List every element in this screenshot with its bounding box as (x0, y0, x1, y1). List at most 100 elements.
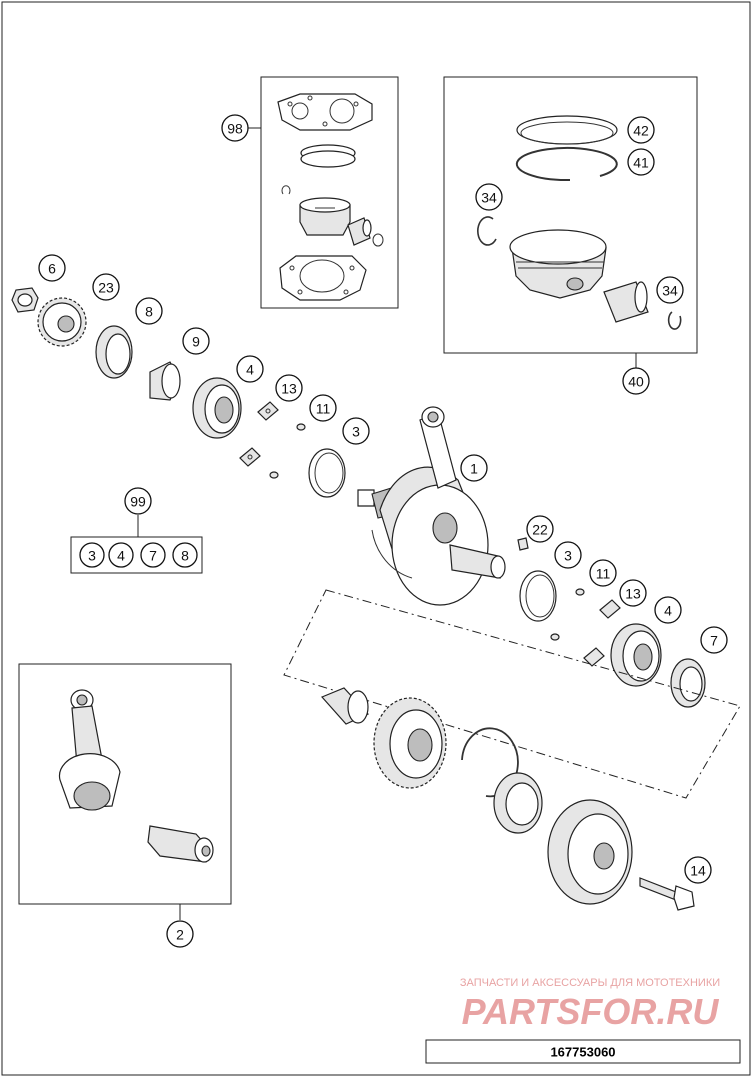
piston-40 (509, 229, 607, 299)
callout-label: 9 (192, 334, 200, 350)
callout-label: 40 (628, 374, 644, 390)
callout-6: 6 (38, 254, 66, 282)
circlip-34-right (667, 311, 682, 330)
callout-8: 8 (135, 297, 163, 325)
callout-2: 2 (166, 920, 194, 948)
bolt-14 (639, 877, 695, 911)
key-13-left (239, 401, 279, 467)
screw-11-left (269, 423, 306, 479)
crankshaft-1 (357, 406, 506, 606)
diagram-number-box (425, 1039, 741, 1064)
starter-gear (373, 697, 447, 789)
box-2 (18, 663, 232, 905)
callout-34: 34 (475, 183, 503, 211)
callout-3: 3 (342, 417, 370, 445)
callout-label: 13 (281, 381, 297, 397)
callout-label: 42 (633, 123, 649, 139)
callout-label: 4 (246, 362, 254, 378)
kit-99-box (70, 536, 203, 574)
callout-40: 40 (622, 367, 650, 395)
shim-3-left (308, 448, 346, 498)
callout-label: 1 (470, 461, 478, 477)
watermark-caption: ЗАПЧАСТИ И АКСЕССУАРЫ ДЛЯ МОТОТЕХНИКИ (460, 977, 720, 989)
callout-9: 9 (182, 327, 210, 355)
callout-label: 99 (130, 494, 146, 510)
callout-99: 99 (124, 487, 152, 515)
callout-label: 14 (690, 863, 706, 879)
callout-label: 22 (532, 522, 548, 538)
callout-13: 13 (619, 579, 647, 607)
starter-group-outline (283, 589, 741, 799)
diagram-number: 167753060 (550, 1045, 615, 1060)
callout-label: 6 (48, 261, 56, 277)
callout-label: 34 (662, 283, 678, 299)
callout-14: 14 (684, 856, 712, 884)
screw-11-right (550, 588, 585, 641)
box-40 (443, 76, 698, 354)
kit-99-member-8: 8 (172, 542, 198, 568)
callout-label: 34 (481, 190, 497, 206)
kit-99-member-label: 4 (117, 548, 125, 564)
kit-99-member-label: 8 (181, 548, 189, 564)
callout-label: 11 (316, 401, 331, 417)
callout-label: 41 (633, 155, 649, 171)
callout-98: 98 (221, 114, 249, 142)
spacer-9 (149, 361, 181, 401)
kit-99-member-label: 7 (149, 548, 157, 564)
callout-23: 23 (92, 273, 120, 301)
kit-99-member-3: 3 (79, 542, 105, 568)
callout-label: 8 (145, 304, 153, 320)
crank-pin-2 (147, 825, 214, 863)
kit-99-member-4: 4 (108, 542, 134, 568)
needle-bearing (320, 687, 370, 725)
pin-22 (517, 537, 529, 551)
piston-ring-42 (516, 115, 618, 145)
nut-6 (11, 287, 39, 313)
callout-34: 34 (656, 276, 684, 304)
connecting-rod-2 (58, 689, 121, 811)
callout-label: 2 (176, 927, 184, 943)
callout-label: 23 (98, 280, 114, 296)
callout-label: 98 (227, 121, 243, 137)
callout-7: 7 (700, 626, 728, 654)
kit-99-member-7: 7 (140, 542, 166, 568)
callout-3: 3 (554, 541, 582, 569)
callout-label: 11 (596, 566, 611, 582)
top-gasket (277, 93, 373, 131)
circlip-small (281, 185, 291, 195)
shim-3-right (519, 570, 557, 622)
piston-small (299, 197, 351, 236)
circlip-small-2 (372, 233, 384, 247)
piston-pin-small (347, 217, 372, 246)
callout-4: 4 (236, 355, 264, 383)
callout-41: 41 (627, 148, 655, 176)
piston-ring-small (300, 144, 356, 168)
watermark-logo: PARTSFOR.RU (462, 991, 720, 1032)
piston-pin-40 (603, 281, 649, 323)
callout-11: 11 (589, 559, 617, 587)
bearing-4-left (192, 377, 242, 439)
circlip-34-left (477, 216, 497, 246)
bearing-4-right (610, 623, 662, 687)
callout-1: 1 (460, 454, 488, 482)
callout-22: 22 (526, 515, 554, 543)
key-13-right (583, 599, 621, 667)
seal-8 (95, 325, 133, 379)
callout-label: 3 (352, 424, 360, 440)
seal-7 (670, 658, 706, 708)
kit-99-member-label: 3 (88, 548, 96, 564)
callout-label: 7 (710, 633, 718, 649)
gear-23 (37, 297, 87, 347)
flywheel-hub (547, 799, 633, 905)
piston-ring-41 (515, 147, 618, 182)
base-gasket (279, 255, 367, 301)
freewheel (493, 772, 543, 834)
callout-13: 13 (275, 374, 303, 402)
callout-4: 4 (654, 596, 682, 624)
callout-label: 3 (564, 548, 572, 564)
callout-11: 11 (309, 394, 337, 422)
